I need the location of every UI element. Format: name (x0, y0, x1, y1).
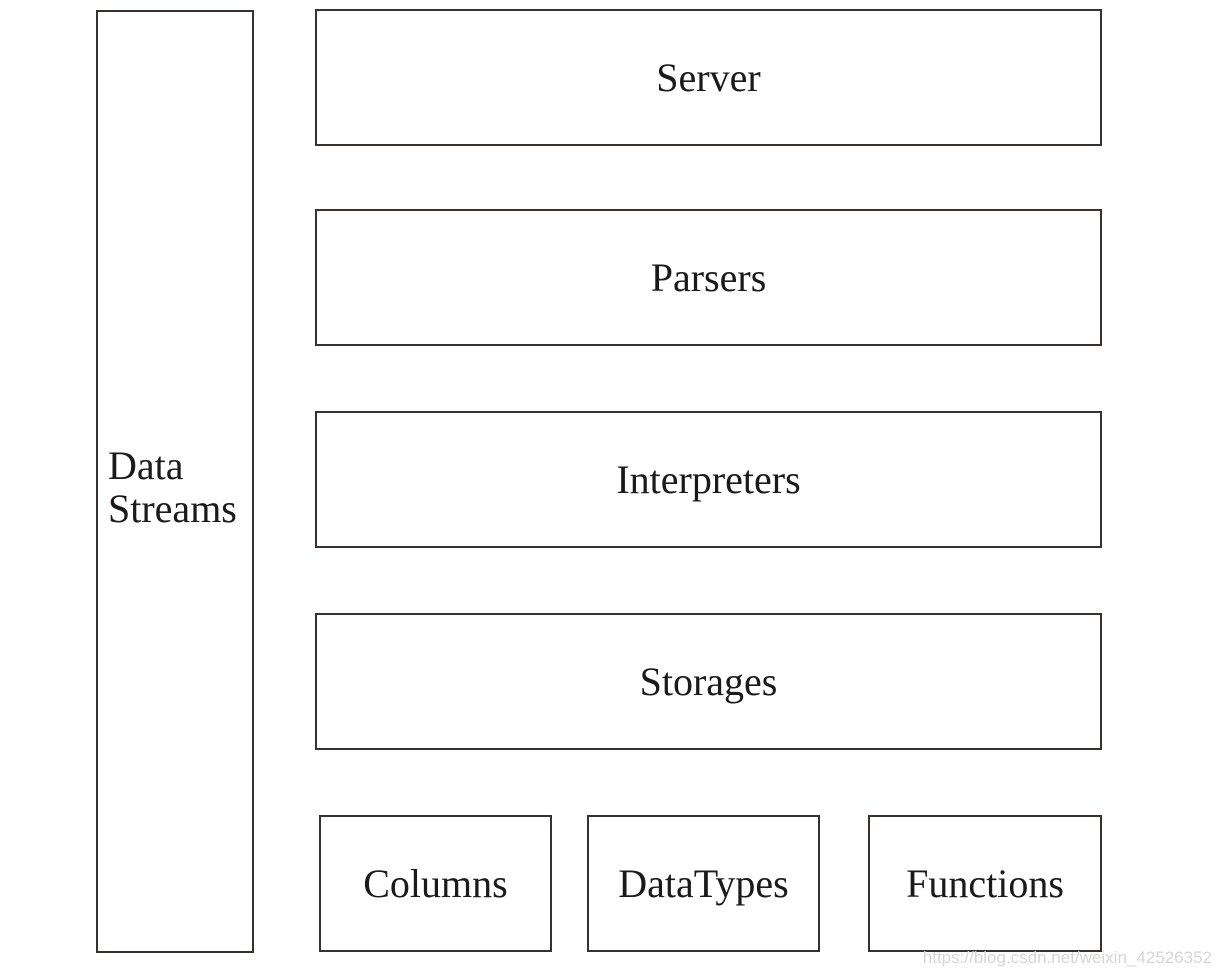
columns-module: Columns (319, 815, 552, 952)
parsers-layer: Parsers (315, 209, 1102, 346)
data-streams-label-line2: Streams (108, 485, 237, 531)
data-streams-label: Data Streams (108, 444, 237, 530)
storages-label: Storages (639, 659, 778, 704)
functions-module: Functions (868, 815, 1102, 952)
datatypes-module: DataTypes (587, 815, 820, 952)
functions-label: Functions (906, 861, 1064, 906)
server-layer: Server (315, 9, 1102, 146)
parsers-label: Parsers (650, 255, 767, 300)
interpreters-layer: Interpreters (315, 411, 1102, 548)
storages-layer: Storages (315, 613, 1102, 750)
interpreters-label: Interpreters (616, 457, 801, 502)
server-label: Server (656, 55, 761, 100)
watermark: https://blog.csdn.net/weixin_42526352 (922, 948, 1212, 967)
columns-label: Columns (363, 861, 508, 906)
data-streams-label-line1: Data (108, 442, 184, 488)
datatypes-label: DataTypes (618, 861, 789, 906)
data-streams-block: Data Streams (96, 10, 254, 953)
